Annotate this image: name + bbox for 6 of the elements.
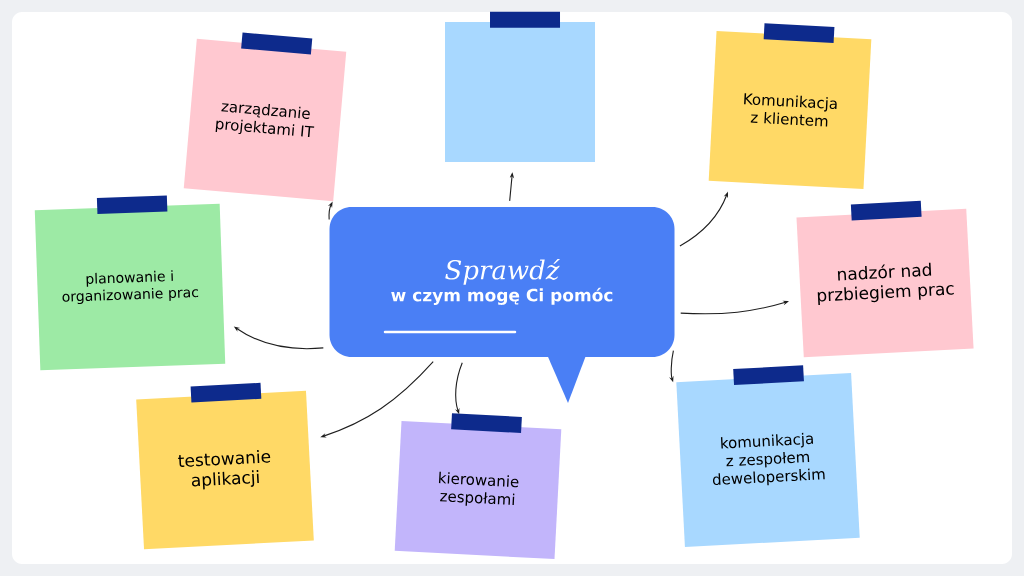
arrow — [680, 300, 789, 315]
sticky-note: kierowanie zespołami — [394, 420, 562, 560]
speech-bubble: Sprawdź w czym mogę Ci pomóc — [329, 207, 675, 357]
sticky-note: planowanie i organizowanie prac — [34, 203, 226, 371]
sticky-note — [445, 22, 595, 162]
sticky-note: zarządzanie projektami IT — [183, 38, 347, 202]
